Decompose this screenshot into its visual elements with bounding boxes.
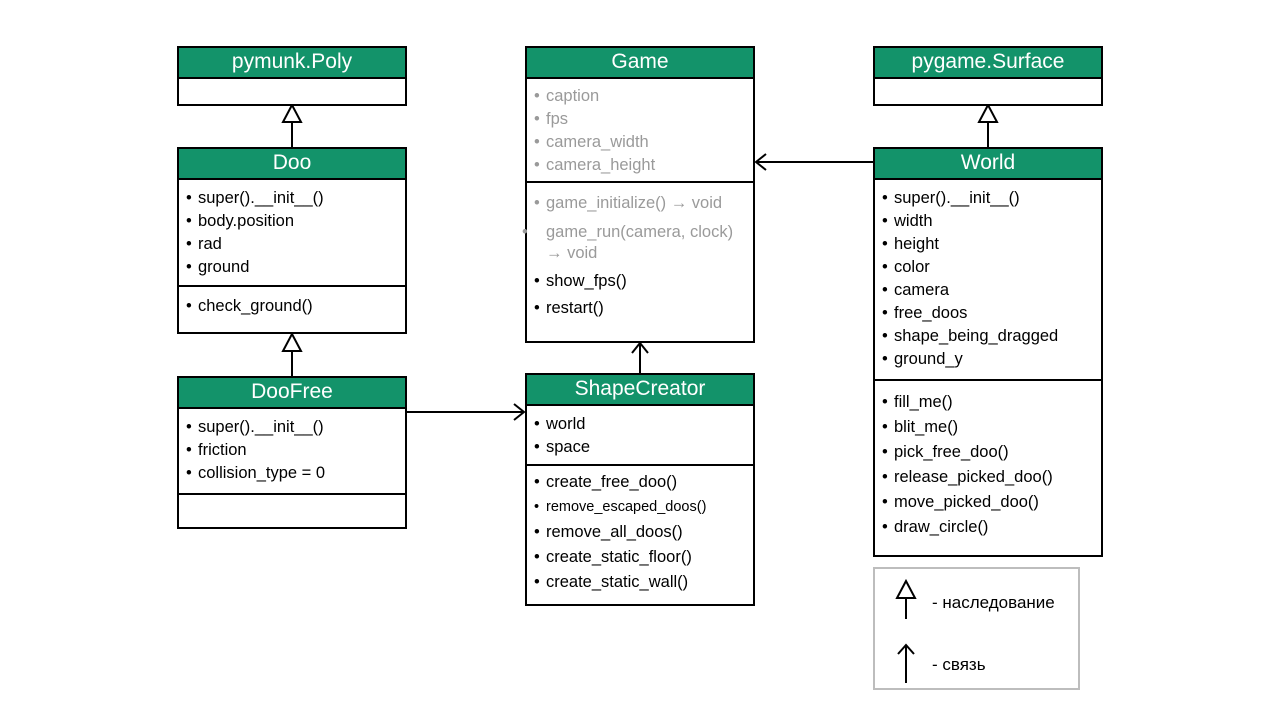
method: •fill_me(): [882, 393, 953, 411]
attributes-section: •super().__init__() •body.position •rad …: [179, 180, 405, 287]
attribute: •shape_being_dragged: [882, 327, 1059, 345]
class-title: ShapeCreator: [527, 375, 753, 406]
method: •release_picked_doo(): [882, 468, 1053, 486]
attribute: •ground_y: [882, 350, 963, 368]
method: •draw_circle(): [882, 518, 989, 536]
attributes-section: •super().__init__() •friction •collision…: [179, 409, 405, 495]
attribute: •ground: [186, 258, 250, 276]
attribute: •space: [534, 438, 591, 456]
method: •remove_all_doos(): [534, 523, 683, 541]
method: •game_run(camera, clock) → void: [522, 223, 734, 262]
attribute: •caption: [534, 87, 600, 105]
inherit-arrowhead-icon: [281, 102, 303, 123]
inheritance-arrow-icon: [895, 578, 917, 619]
class-title: Game: [527, 48, 753, 79]
attributes-section: •caption •fps •camera_width •camera_heig…: [527, 79, 753, 183]
method: •move_picked_doo(): [882, 493, 1039, 511]
attribute: •super().__init__(): [186, 418, 324, 436]
attribute: •fps: [534, 110, 569, 128]
assoc-arrowhead-icon: [513, 403, 526, 421]
methods-section: •fill_me() •blit_me() •pick_free_doo() •…: [875, 381, 1101, 546]
attributes-section: •world •space: [527, 406, 753, 466]
legend: - наследование - связь: [873, 567, 1080, 690]
class-title: pygame.Surface: [875, 48, 1101, 79]
method: •pick_free_doo(): [882, 443, 1009, 461]
method: •create_free_doo(): [534, 473, 678, 491]
inherit-arrowhead-icon: [281, 331, 303, 352]
class-title: World: [875, 149, 1101, 180]
legend-association-label: - связь: [932, 655, 986, 674]
methods-section: •game_initialize() → void •game_run(came…: [522, 183, 753, 326]
attribute: •color: [882, 258, 930, 276]
attribute: •width: [882, 212, 933, 230]
legend-inheritance-label: - наследование: [932, 593, 1055, 612]
methods-section: •check_ground(): [179, 287, 405, 324]
attributes-section: •super().__init__() •width •height •colo…: [875, 180, 1101, 381]
class-pygame-surface: pygame.Surface: [873, 46, 1103, 106]
class-world: World •super().__init__() •width •height…: [873, 147, 1103, 557]
method: •blit_me(): [882, 418, 959, 436]
attribute: •friction: [186, 441, 247, 459]
inherit-arrowhead-icon: [977, 102, 999, 123]
attribute: •super().__init__(): [186, 189, 324, 207]
class-title: Doo: [179, 149, 405, 180]
attribute: •super().__init__(): [882, 189, 1020, 207]
association-arrow-icon: [897, 643, 915, 683]
attribute: •free_doos: [882, 304, 968, 322]
class-game: Game •caption •fps •camera_width •camera…: [522, 46, 755, 343]
class-shapecreator: ShapeCreator •world •space •create_free_…: [525, 373, 755, 606]
method: •check_ground(): [186, 297, 313, 315]
class-title: DooFree: [179, 378, 405, 409]
attribute: •body.position: [186, 212, 295, 230]
methods-section: •create_free_doo() •remove_escaped_doos(…: [527, 466, 753, 601]
methods-section: [179, 495, 405, 508]
attribute: •rad: [186, 235, 222, 253]
attribute: •world: [534, 415, 586, 433]
method: •show_fps(): [534, 272, 627, 290]
assoc-arrowhead-icon: [754, 153, 767, 171]
attribute: •camera_width: [534, 133, 649, 151]
method: •game_initialize() → void: [534, 194, 723, 212]
method: •remove_escaped_doos(): [534, 499, 707, 515]
assoc-arrowhead-icon: [631, 341, 649, 354]
class-title: pymunk.Poly: [179, 48, 405, 79]
method: •create_static_wall(): [534, 573, 689, 591]
attribute: •height: [882, 235, 939, 253]
class-pymunk-poly: pymunk.Poly: [177, 46, 407, 106]
attribute: •collision_type = 0: [186, 464, 326, 482]
class-doofree: DooFree •super().__init__() •friction •c…: [177, 376, 407, 529]
attribute: •camera_height: [534, 156, 656, 174]
method: •restart(): [534, 299, 604, 317]
class-doo: Doo •super().__init__() •body.position •…: [177, 147, 407, 334]
attribute: •camera: [882, 281, 950, 299]
method: •create_static_floor(): [534, 548, 692, 566]
